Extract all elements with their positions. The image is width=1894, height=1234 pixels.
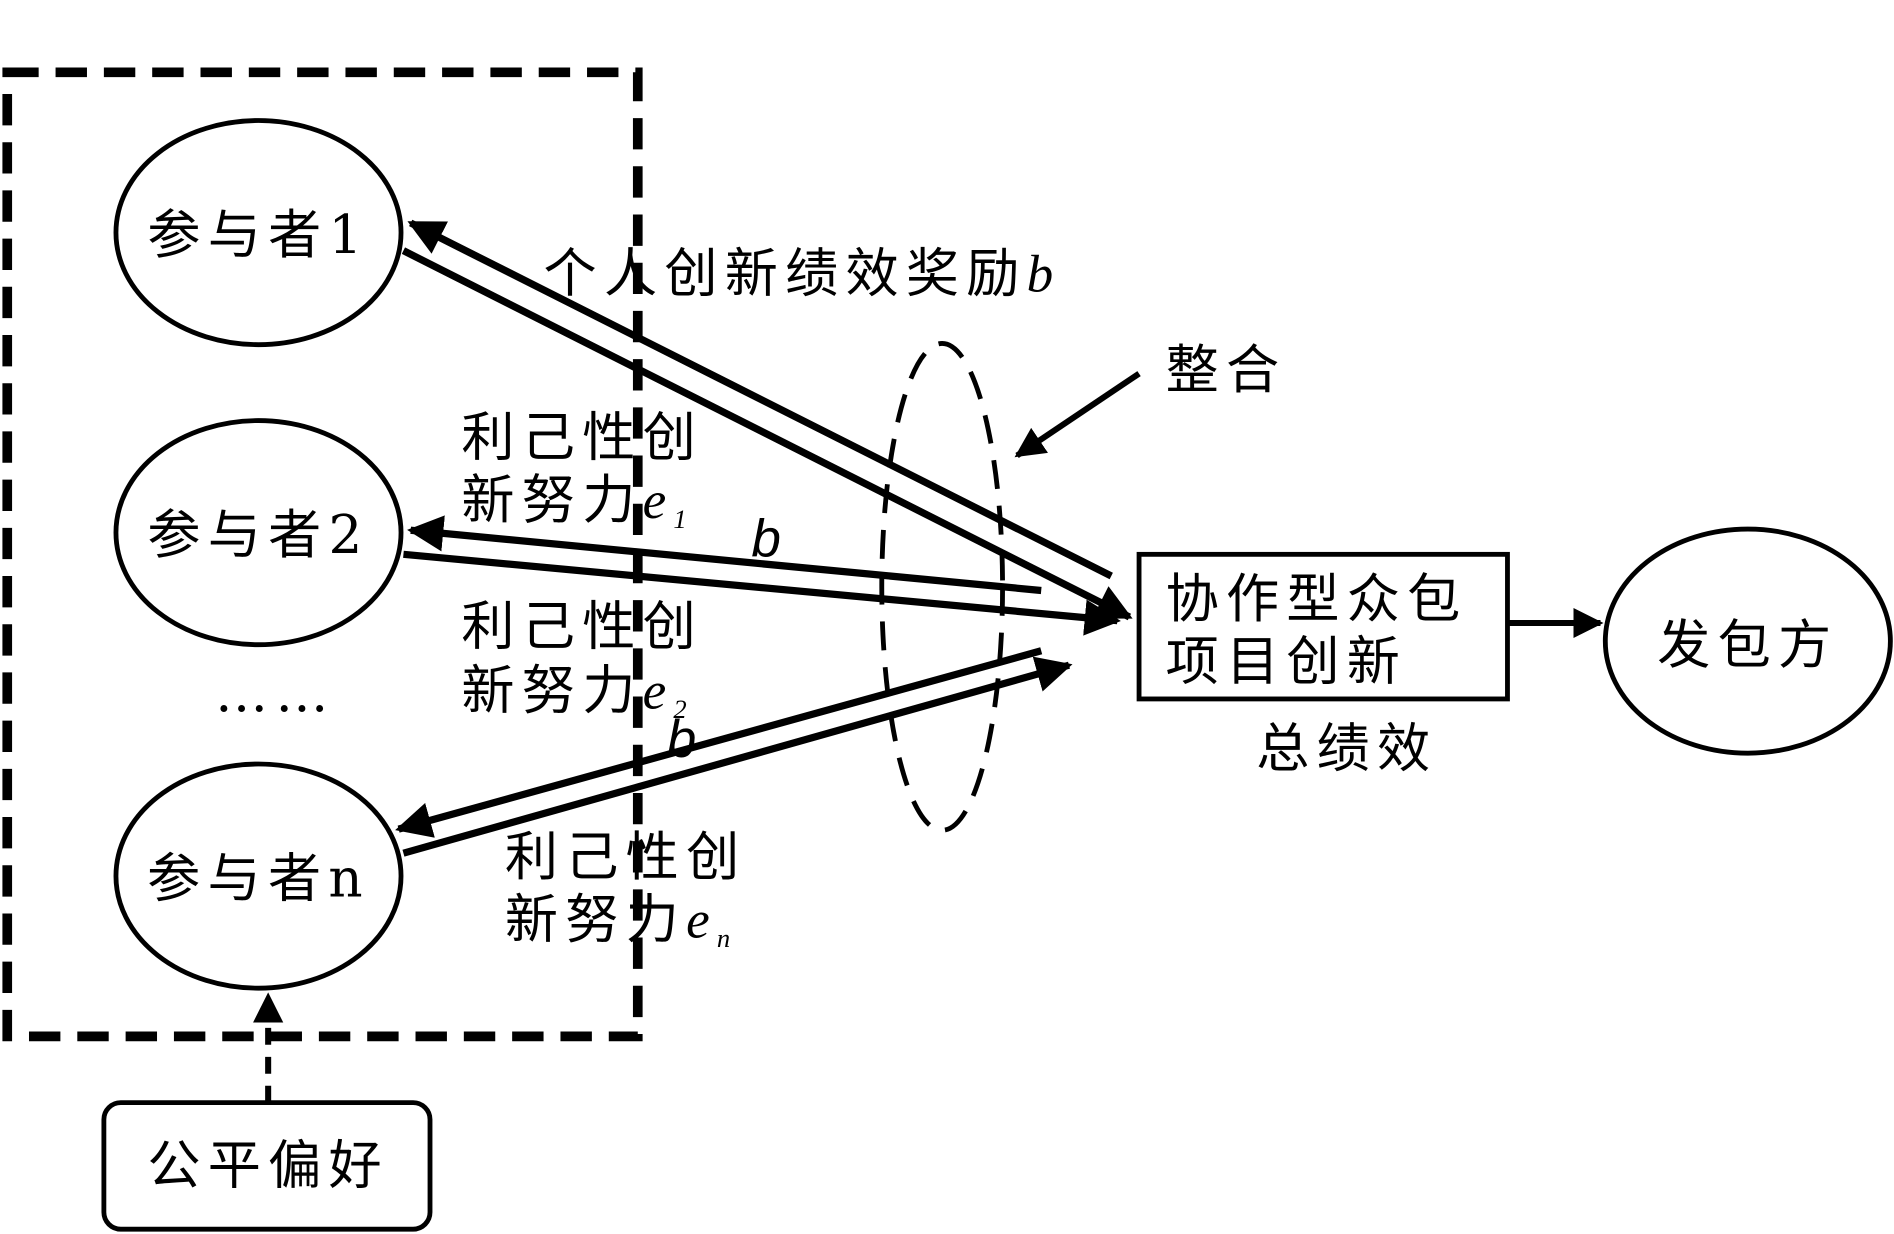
effort-label-1: 利己性创 新努力e1 xyxy=(461,407,703,534)
ellipsis-text: …… xyxy=(215,662,336,724)
effort-arrow-n xyxy=(402,656,1073,857)
contractor-node[interactable]: 发包方 xyxy=(1602,526,1893,756)
total-performance-label: 总绩效 xyxy=(1256,717,1437,779)
reward-b-label-2: b xyxy=(751,510,788,569)
fairness-preference-box[interactable]: 公平偏好 xyxy=(101,1100,433,1232)
fairness-label: 公平偏好 xyxy=(147,1134,389,1196)
reward-arrow-n xyxy=(395,647,1043,838)
svg-text:利己性创: 利己性创 xyxy=(461,596,703,658)
svg-text:利己性创: 利己性创 xyxy=(461,407,703,469)
reward-arrow-1 xyxy=(407,219,1113,580)
integrate-pointer-arrow xyxy=(1014,371,1141,459)
effort-arrow-1 xyxy=(401,247,1133,621)
participant-1-label: 参与者1 xyxy=(147,204,369,266)
participant-n-label: 参与者n xyxy=(147,848,370,910)
integration-ellipse xyxy=(879,341,1005,833)
effort-arrow-2 xyxy=(403,550,1121,636)
svg-text:利己性创: 利己性创 xyxy=(505,826,747,888)
svg-text:新努力e1: 新努力e1 xyxy=(461,469,694,534)
reward-label: 个人创新绩效奖励b xyxy=(544,243,1061,305)
svg-text:项目创新: 项目创新 xyxy=(1166,631,1408,693)
participant-n-node[interactable]: 参与者n xyxy=(113,761,404,991)
svg-text:协作型众包: 协作型众包 xyxy=(1166,568,1468,630)
effort-label-n: 利己性创 新努力en xyxy=(505,826,747,954)
participant-1-node[interactable]: 参与者1 xyxy=(113,118,404,348)
integrate-label: 整合 xyxy=(1166,339,1287,401)
svg-text:新努力en: 新努力en xyxy=(505,889,738,954)
participant-2-node[interactable]: 参与者2 xyxy=(113,418,404,648)
effort-label-2: 利己性创 新努力e2 xyxy=(461,596,703,725)
contractor-label: 发包方 xyxy=(1657,614,1838,676)
svg-text:新努力e2: 新努力e2 xyxy=(461,660,694,725)
reward-arrow-2 xyxy=(407,515,1042,595)
participant-2-label: 参与者2 xyxy=(147,504,369,566)
project-box[interactable]: 协作型众包 项目创新 xyxy=(1136,551,1510,702)
reward-b-label-n: b xyxy=(667,710,704,769)
